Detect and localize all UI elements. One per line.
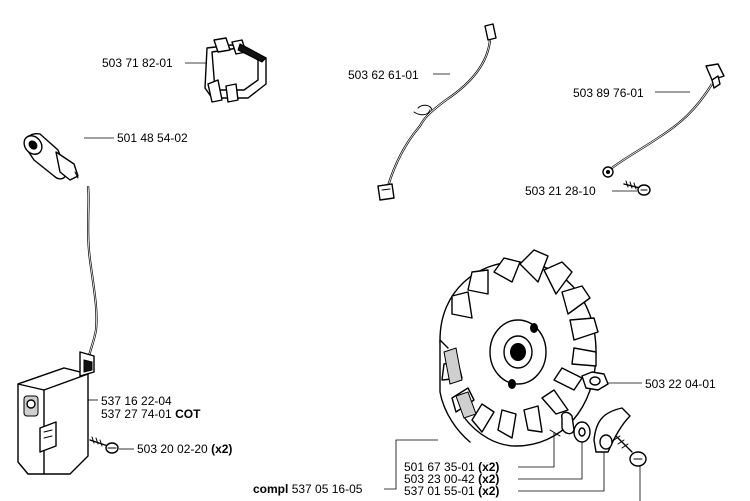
- cable-left-label: 503 62 61-01: [348, 68, 419, 82]
- spark-plug-cap-neck: [74, 171, 79, 179]
- coil-screw-part: [89, 436, 119, 454]
- washer-part: [573, 421, 591, 443]
- ignition-lead-highlight: [87, 185, 97, 361]
- pawl-label: 537 01 55-01 (x2): [404, 484, 499, 498]
- ignition-coil-part: [17, 351, 95, 475]
- key-leader: [518, 432, 555, 468]
- cable-right-label: 503 89 76-01: [573, 86, 644, 100]
- spark-plug-cap-part: [23, 133, 79, 181]
- coil-screw-label: 503 20 02-20 (x2): [137, 442, 232, 456]
- flywheel-part: [439, 249, 599, 447]
- cable-left-part: [377, 23, 497, 201]
- pawl-screw-part: [613, 435, 647, 467]
- pawl-part: [593, 407, 631, 453]
- nut-label: 503 22 04-01: [645, 377, 716, 391]
- small-screw-label: 503 21 28-10: [525, 184, 596, 198]
- pawl-leader: [518, 452, 605, 492]
- terminal-cover-part: [204, 37, 267, 103]
- washer-label: 503 23 00-42 (x2): [404, 472, 499, 486]
- nut-part: [581, 371, 609, 391]
- terminal-cover-label: 503 71 82-01: [102, 56, 173, 70]
- compl-bracket: [384, 439, 438, 490]
- spark-plug-cap-label: 501 48 54-02: [117, 131, 188, 145]
- small-screw-part: [623, 180, 651, 196]
- compl-label: compl 537 05 16-05: [253, 482, 363, 496]
- washer-leader: [518, 442, 583, 480]
- cable-right-part: [602, 63, 725, 178]
- ignition-coil-label: 537 16 22-04: [101, 394, 172, 408]
- key-label: 501 67 35-01 (x2): [404, 460, 499, 474]
- ignition-coil-alt-label: 537 27 74-01 COT: [101, 407, 201, 421]
